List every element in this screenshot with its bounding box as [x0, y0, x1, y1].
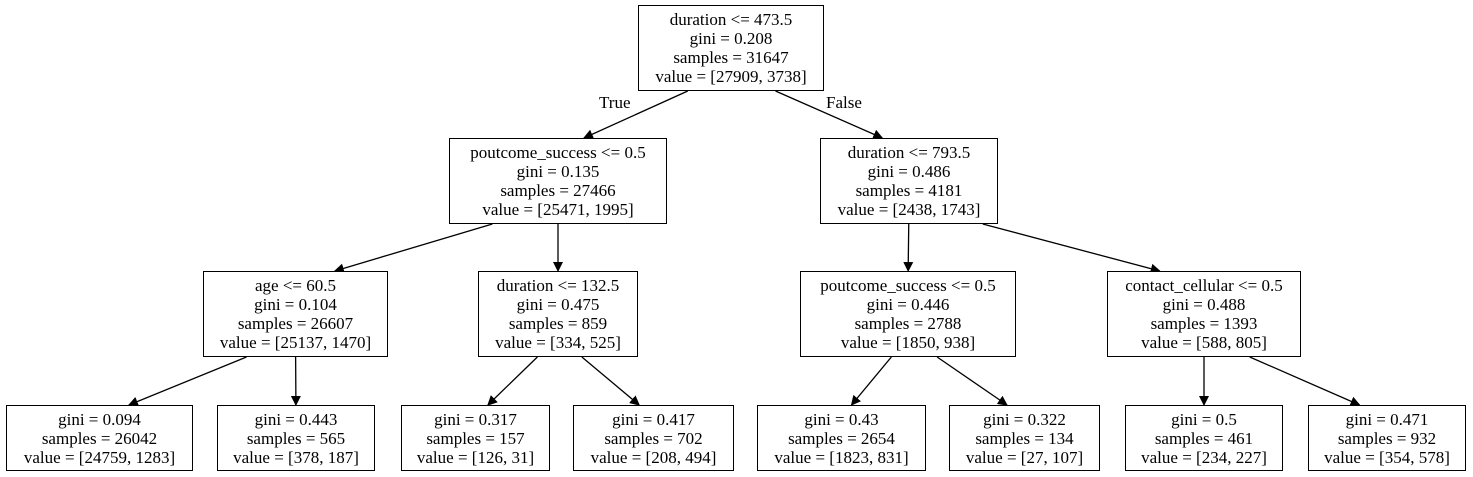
node-text-line: value = [378, 187]: [233, 447, 359, 467]
node-text-line: samples = 31647: [673, 48, 789, 67]
node-text-line: value = [24759, 1283]: [23, 447, 176, 467]
edge-label-true: True: [599, 93, 631, 112]
node-text-line: value = [25471, 1995]: [482, 200, 634, 219]
node-text-line: poutcome_success <= 0.5: [820, 276, 996, 295]
node-text-line: samples = 461: [1154, 428, 1254, 448]
tree-edge: [127, 356, 247, 407]
node-text-line: gini = 0.43: [804, 409, 879, 429]
node-text-line: samples = 565: [246, 428, 346, 448]
node-text-line: samples = 26042: [41, 428, 158, 448]
node-text-line: duration <= 793.5: [847, 143, 971, 162]
node-text-line: value = [1850, 938]: [840, 333, 976, 352]
tree-edge: [583, 90, 689, 139]
tree-edge: [333, 223, 493, 274]
node-text-line: value = [25137, 1470]: [219, 333, 372, 352]
tree-edge: [581, 356, 640, 406]
node-text-line: gini = 0.322: [983, 409, 1066, 429]
node-text-line: value = [2438, 1743]: [837, 200, 981, 219]
tree-edge: [775, 90, 884, 139]
node-text-line: duration <= 473.5: [669, 10, 793, 29]
node-text-line: gini = 0.417: [612, 409, 695, 429]
node-text-line: samples = 4181: [855, 181, 963, 200]
node-text-line: samples = 932: [1337, 428, 1437, 448]
node-text-line: value = [588, 805]: [1141, 333, 1267, 352]
node-text-line: gini = 0.486: [867, 162, 951, 181]
node-text-line: value = [27, 107]: [965, 447, 1084, 467]
node-text-line: gini = 0.475: [516, 295, 600, 314]
node-text-line: value = [354, 578]: [1324, 447, 1450, 467]
node-text-line: value = [234, 227]: [1141, 447, 1267, 467]
node-text-line: samples = 26607: [237, 314, 354, 333]
tree-edge: [936, 356, 1008, 406]
node-text-line: samples = 157: [426, 428, 525, 448]
node-text-line: gini = 0.317: [434, 409, 517, 429]
node-text-line: age <= 60.5: [254, 276, 336, 295]
node-text-line: gini = 0.208: [689, 29, 773, 48]
node-text-line: gini = 0.135: [516, 162, 600, 181]
node-text-line: samples = 134: [975, 428, 1074, 448]
node-text-line: gini = 0.5: [1171, 409, 1237, 429]
node-text-line: value = [1823, 831]: [774, 447, 909, 467]
tree-edge: [487, 356, 538, 406]
edge-label-false: False: [826, 93, 862, 112]
node-text-line: value = [334, 525]: [495, 333, 621, 352]
tree-edge: [982, 223, 1161, 274]
node-text-line: samples = 1393: [1150, 314, 1258, 333]
node-text-line: value = [27909, 3738]: [655, 67, 807, 86]
node-text-line: gini = 0.094: [58, 409, 141, 429]
tree-edge: [903, 223, 914, 272]
node-text-line: samples = 859: [508, 314, 608, 333]
node-text-line: value = [208, 494]: [590, 447, 717, 467]
node-text-line: contact_cellular <= 0.5: [1125, 276, 1283, 295]
node-text-line: duration <= 132.5: [496, 276, 620, 295]
node-text-line: gini = 0.443: [254, 409, 338, 429]
tree-edge: [1249, 356, 1361, 406]
node-text-line: gini = 0.446: [866, 295, 950, 314]
tree-edge: [850, 356, 892, 406]
node-text-line: samples = 702: [604, 428, 703, 448]
node-text-line: poutcome_success <= 0.5: [470, 143, 646, 162]
node-text-line: samples = 2654: [788, 428, 895, 448]
node-text-line: value = [126, 31]: [416, 447, 535, 467]
node-text-line: samples = 2788: [854, 314, 962, 333]
node-text-line: gini = 0.104: [254, 295, 337, 314]
node-text-line: gini = 0.488: [1162, 295, 1246, 314]
node-text-line: samples = 27466: [500, 181, 616, 200]
node-text-line: gini = 0.471: [1345, 409, 1429, 429]
